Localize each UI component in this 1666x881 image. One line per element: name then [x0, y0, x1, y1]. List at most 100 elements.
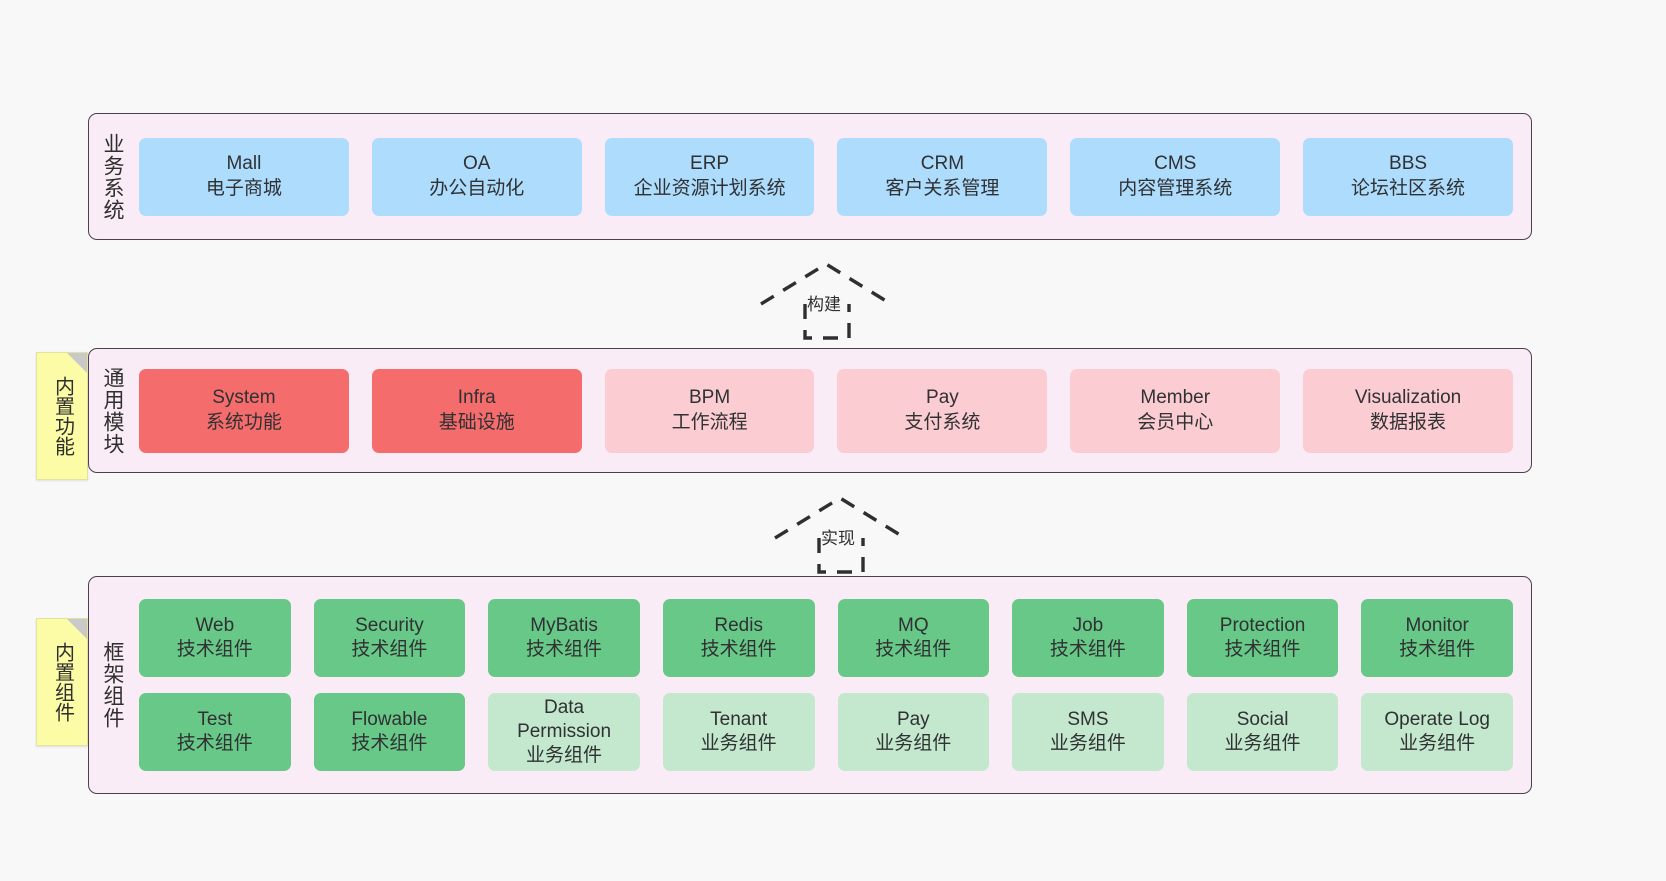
arrow-build-shaft: [803, 304, 851, 340]
box-infra-desc: 基础设施: [438, 411, 515, 433]
box-monitor-desc: 技术组件: [1399, 639, 1476, 660]
box-redis-name: Redis: [714, 614, 763, 636]
arrow-implement-shaft: [817, 538, 865, 574]
box-visualization[interactable]: Visualization 数据报表: [1303, 368, 1513, 453]
box-test-name: Test: [197, 708, 233, 730]
box-flowable[interactable]: Flowable 技术组件: [313, 693, 466, 771]
box-protection-desc: 技术组件: [1224, 639, 1301, 660]
box-member[interactable]: Member 会员中心: [1070, 368, 1281, 453]
box-monitor[interactable]: Monitor 技术组件: [1361, 599, 1513, 677]
box-flowable-desc: 技术组件: [351, 733, 428, 754]
arrow-implement: 实现: [770, 492, 920, 574]
layer-business-row: Mall 电子商城 OA 办公自动化 ERP 企业资源计划系统 CRM 客户关系…: [139, 137, 1513, 216]
layer-framework: 框架组件 Web 技术组件 Security 技术组件 MyBatis 技术组件…: [88, 576, 1532, 794]
box-mq-name: MQ: [898, 614, 929, 636]
box-sms-desc: 业务组件: [1049, 733, 1126, 754]
box-erp-name: ERP: [690, 153, 730, 175]
box-security[interactable]: Security 技术组件: [313, 599, 466, 677]
box-pay-component-desc: 业务组件: [875, 733, 952, 754]
box-pay-component[interactable]: Pay 业务组件: [837, 693, 990, 771]
box-bbs[interactable]: BBS 论坛社区系统: [1303, 137, 1513, 216]
box-infra-name: Infra: [457, 387, 496, 409]
layer-framework-row-tech: Web 技术组件 Security 技术组件 MyBatis 技术组件 Redi…: [139, 599, 1513, 677]
box-oa-name: OA: [463, 153, 491, 175]
box-pay-module-desc: 支付系统: [904, 411, 981, 433]
box-web-name: Web: [195, 614, 235, 636]
box-infra[interactable]: Infra 基础设施: [371, 368, 582, 453]
box-job[interactable]: Job 技术组件: [1012, 599, 1164, 677]
layer-modules-body: System 系统功能 Infra 基础设施 BPM 工作流程 Pay 支付系统…: [135, 349, 1531, 472]
box-crm-desc: 客户关系管理: [885, 177, 1000, 199]
box-sms[interactable]: SMS 业务组件: [1012, 693, 1164, 771]
box-web[interactable]: Web 技术组件: [139, 599, 291, 677]
note-builtin-functions-label: 内置功能: [51, 376, 74, 456]
box-data-permission-desc: 业务组件: [526, 745, 603, 767]
note-builtin-components: 内置组件: [36, 618, 88, 746]
layer-framework-row-biz: Test 技术组件 Flowable 技术组件 Data Permission …: [139, 693, 1513, 771]
layer-modules-row: System 系统功能 Infra 基础设施 BPM 工作流程 Pay 支付系统…: [139, 368, 1513, 453]
box-mq-desc: 技术组件: [875, 639, 952, 660]
box-data-permission[interactable]: Data Permission 业务组件: [488, 693, 640, 771]
box-flowable-name: Flowable: [351, 708, 428, 730]
box-member-name: Member: [1140, 387, 1211, 409]
box-bbs-name: BBS: [1389, 153, 1428, 175]
box-test[interactable]: Test 技术组件: [139, 693, 291, 771]
layer-modules: 通用模块 System 系统功能 Infra 基础设施 BPM 工作流程 Pay…: [88, 348, 1532, 473]
box-redis[interactable]: Redis 技术组件: [662, 599, 815, 677]
box-crm-name: CRM: [920, 153, 965, 175]
note-builtin-components-label: 内置组件: [51, 642, 74, 722]
box-visualization-name: Visualization: [1354, 387, 1462, 409]
box-monitor-name: Monitor: [1405, 614, 1469, 636]
note-builtin-functions: 内置功能: [36, 352, 88, 480]
box-mall-name: Mall: [226, 153, 262, 175]
box-job-desc: 技术组件: [1049, 639, 1126, 660]
box-job-name: Job: [1072, 614, 1104, 636]
box-oa[interactable]: OA 办公自动化: [371, 137, 582, 216]
box-redis-desc: 技术组件: [700, 639, 777, 660]
box-mall[interactable]: Mall 电子商城: [139, 137, 349, 216]
box-sms-name: SMS: [1067, 708, 1109, 730]
box-tenant-desc: 业务组件: [700, 733, 777, 754]
layer-framework-title: 框架组件: [100, 641, 124, 729]
box-mybatis[interactable]: MyBatis 技术组件: [488, 599, 640, 677]
layer-framework-body: Web 技术组件 Security 技术组件 MyBatis 技术组件 Redi…: [135, 577, 1531, 793]
box-bpm[interactable]: BPM 工作流程: [604, 368, 815, 453]
box-protection[interactable]: Protection 技术组件: [1186, 599, 1339, 677]
box-mybatis-desc: 技术组件: [526, 639, 603, 660]
box-social-desc: 业务组件: [1224, 733, 1301, 754]
box-social[interactable]: Social 业务组件: [1186, 693, 1339, 771]
arrow-build-label: 构建: [807, 295, 841, 314]
box-system[interactable]: System 系统功能: [139, 368, 349, 453]
note-fold-corner-icon: [67, 353, 87, 373]
layer-business-title: 业务系统: [100, 132, 124, 221]
arrow-build: 构建: [756, 258, 906, 340]
box-system-name: System: [212, 387, 276, 409]
box-mq[interactable]: MQ 技术组件: [837, 599, 990, 677]
box-data-permission-name2: Permission: [517, 720, 612, 742]
box-erp[interactable]: ERP 企业资源计划系统: [604, 137, 815, 216]
box-crm[interactable]: CRM 客户关系管理: [837, 137, 1048, 216]
box-bpm-desc: 工作流程: [671, 411, 748, 433]
box-cms[interactable]: CMS 内容管理系统: [1070, 137, 1281, 216]
box-pay-module[interactable]: Pay 支付系统: [837, 368, 1048, 453]
box-social-name: Social: [1236, 708, 1289, 730]
box-erp-desc: 企业资源计划系统: [633, 177, 786, 199]
box-test-desc: 技术组件: [176, 733, 253, 754]
box-operate-log-desc: 业务组件: [1399, 733, 1476, 754]
box-security-name: Security: [355, 614, 424, 636]
box-security-desc: 技术组件: [351, 639, 428, 660]
arrow-implement-label: 实现: [821, 529, 855, 548]
box-bpm-name: BPM: [688, 387, 731, 409]
box-bbs-desc: 论坛社区系统: [1351, 177, 1466, 199]
box-cms-name: CMS: [1154, 153, 1197, 175]
layer-modules-title: 通用模块: [100, 366, 124, 455]
box-web-desc: 技术组件: [176, 639, 253, 660]
box-mall-desc: 电子商城: [205, 177, 282, 199]
box-operate-log-name: Operate Log: [1384, 708, 1490, 730]
box-tenant[interactable]: Tenant 业务组件: [662, 693, 815, 771]
box-system-desc: 系统功能: [205, 411, 282, 433]
box-cms-desc: 内容管理系统: [1118, 177, 1233, 199]
box-pay-component-name: Pay: [896, 708, 930, 730]
box-operate-log[interactable]: Operate Log 业务组件: [1361, 693, 1513, 771]
